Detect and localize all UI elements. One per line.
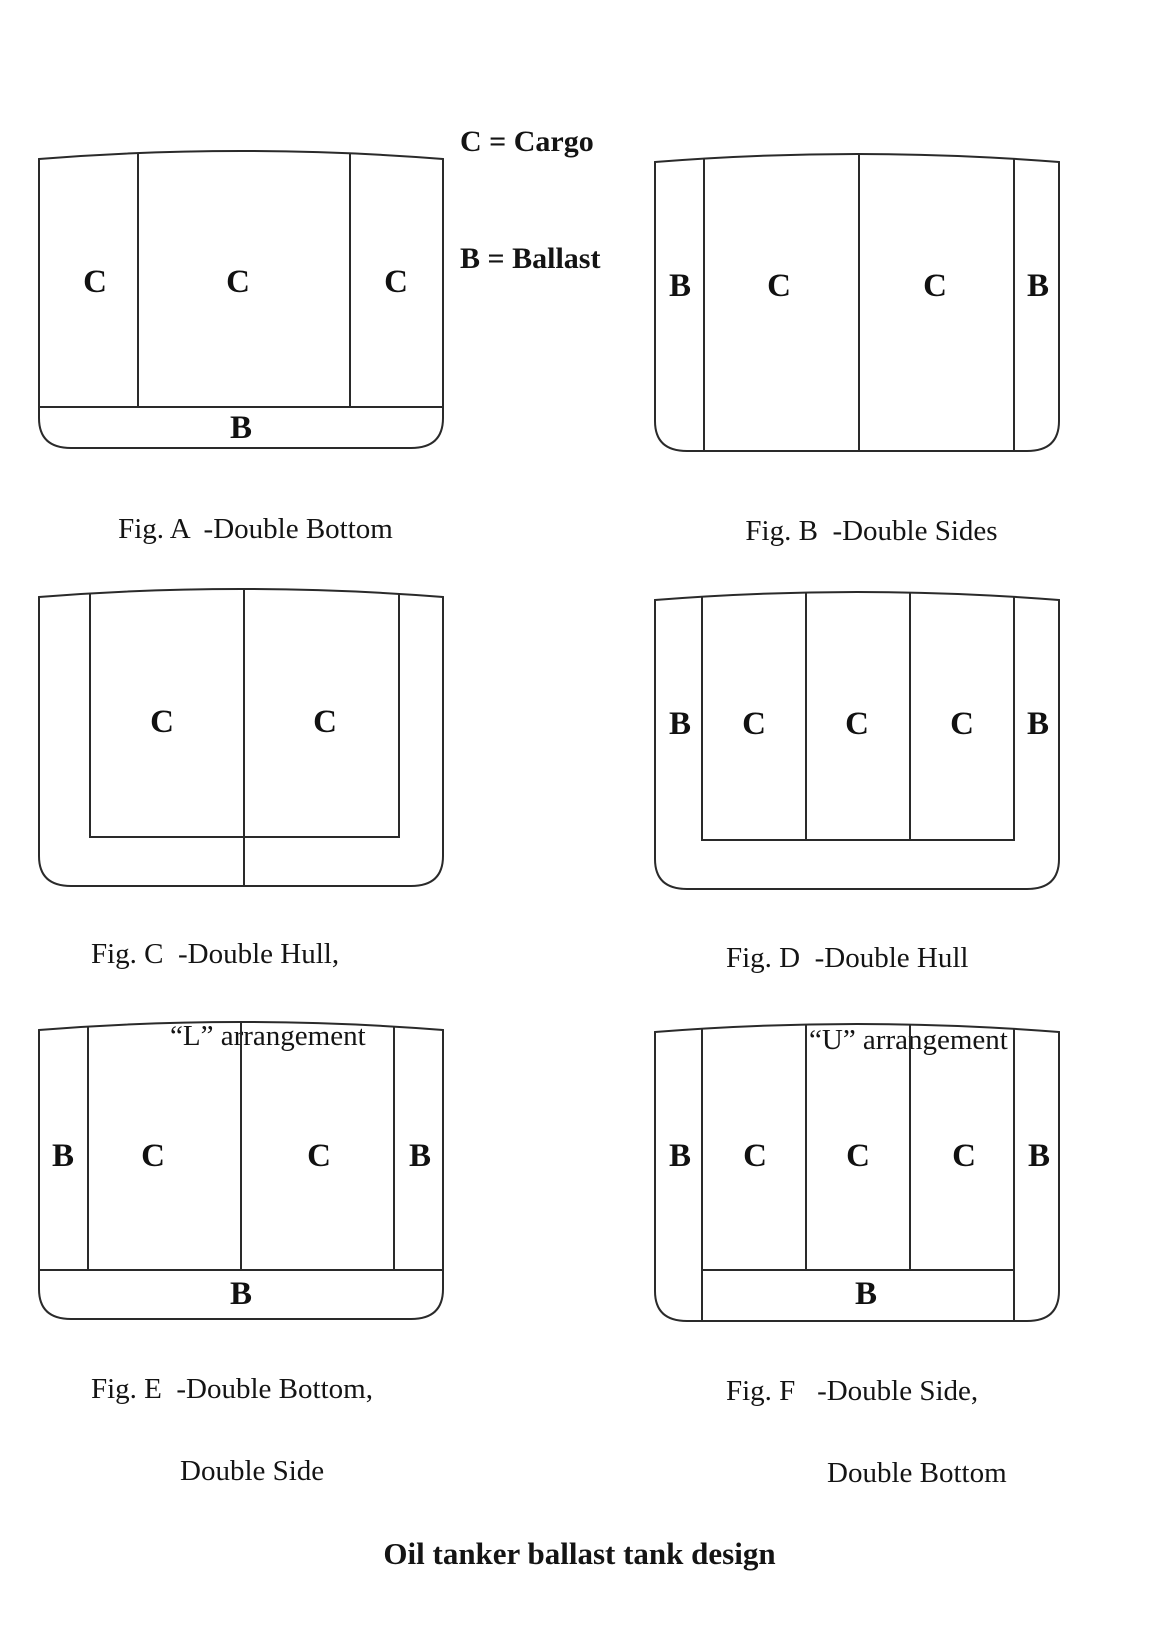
hull-outline (654, 591, 1060, 890)
ship-cross-section-fig-b: B C C B (654, 153, 1060, 452)
caption-fig-a: Fig. A -Double Bottom (38, 468, 444, 591)
hull-outline (654, 1023, 1060, 1322)
caption-line: Fig. E -Double Bottom, (91, 1373, 373, 1405)
tank-label: B (855, 1276, 877, 1312)
tank-label: B (669, 1138, 691, 1174)
inner-hull (701, 596, 1015, 841)
caption-line: Fig. F -Double Side, (726, 1375, 979, 1407)
tank-label: C (307, 1138, 331, 1174)
tank-label: B (1027, 706, 1049, 742)
tank-label: C (742, 706, 766, 742)
ship-cross-section-fig-d: B C C C B (654, 591, 1060, 890)
caption-fig-c: Fig. C -Double Hull, “L” arrangement (62, 893, 366, 1139)
tank-label: C (83, 264, 107, 300)
hull-outline (38, 1021, 444, 1320)
caption-line: Double Bottom (827, 1457, 1007, 1489)
tank-label: C (313, 704, 337, 740)
caption-fig-f: Fig. F -Double Side, Double Bottom (697, 1330, 1007, 1576)
tank-label: B (1028, 1138, 1050, 1174)
tank-label: C (923, 268, 947, 304)
caption-fig-e: Fig. E -Double Bottom, Double Side (62, 1328, 373, 1574)
ship-cross-section-fig-f: B C C C B B (654, 1023, 1060, 1322)
legend-ballast: B = Ballast (460, 242, 601, 275)
tank-label: C (845, 706, 869, 742)
tank-label: C (952, 1138, 976, 1174)
tank-label: C (150, 704, 174, 740)
caption-line: Double Side (180, 1455, 325, 1487)
tank-label: B (230, 1276, 252, 1312)
tank-label: C (384, 264, 408, 300)
tank-label: B (669, 706, 691, 742)
caption-line: “U” arrangement (809, 1024, 1008, 1056)
legend-cargo: C = Cargo (460, 125, 594, 158)
hull-outline (38, 588, 444, 887)
caption-line: Fig. B -Double Sides (745, 515, 998, 547)
caption-fig-b: Fig. B -Double Sides (654, 470, 1060, 593)
ship-cross-section-fig-a: C C C B (38, 150, 444, 449)
tank-label: B (1027, 268, 1049, 304)
caption-line: Fig. C -Double Hull, (91, 938, 340, 970)
tank-label: C (767, 268, 791, 304)
tank-label: C (141, 1138, 165, 1174)
ship-cross-section-fig-c: C C (38, 588, 444, 887)
caption-line: Fig. A -Double Bottom (118, 513, 393, 545)
hull-outline (654, 153, 1060, 452)
caption-fig-d: Fig. D -Double Hull “U” arrangement (697, 897, 1008, 1143)
tank-label: C (226, 264, 250, 300)
tank-label: C (846, 1138, 870, 1174)
legend: C = Cargo B = Ballast (460, 44, 600, 356)
caption-line: “L” arrangement (170, 1020, 366, 1052)
page-title: Oil tanker ballast tank design (383, 1536, 776, 1571)
tank-label: B (230, 410, 252, 446)
caption-line: Fig. D -Double Hull (726, 942, 969, 974)
tank-label: B (669, 268, 691, 304)
tank-label: C (743, 1138, 767, 1174)
tank-label: B (409, 1138, 431, 1174)
tank-label: C (950, 706, 974, 742)
hull-outline (38, 150, 444, 449)
ship-cross-section-fig-e: B C C B B (38, 1021, 444, 1320)
tank-label: B (52, 1138, 74, 1174)
